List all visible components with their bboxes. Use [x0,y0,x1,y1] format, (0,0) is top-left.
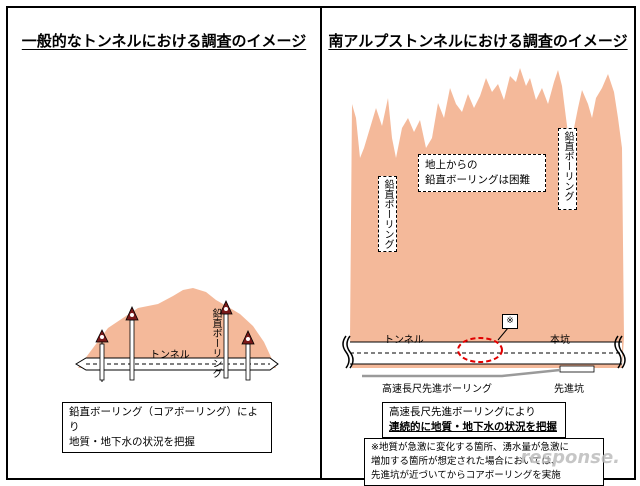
right-title: 南アルプストンネルにおける調査のイメージ [328,32,628,50]
right-caption-line2: 連続的に地質・地下水の状況を把握 [389,421,557,433]
right-caption-line1: 高速長尺先進ボーリングにより [389,406,536,418]
left-boring-1 [95,329,109,382]
right-boring-label: 高速長尺先進ボーリング [382,384,492,395]
left-caption-line1: 鉛直ボーリング（コアボーリング）により [69,406,258,433]
right-note-line3: 先進坑が近づいてからコアボーリングを実施 [371,470,561,481]
watermark: response. [520,447,620,468]
right-panel: 南アルプストンネルにおける調査のイメージ 鉛直ボーリング 鉛直ボーリング 地上か… [320,6,636,486]
right-illustration [342,68,626,378]
left-vertical-boring-label: 鉛直ボーリング [210,308,221,378]
left-panel: 一般的なトンネルにおける調査のイメージ [6,6,322,480]
left-caption-box: 鉛直ボーリング（コアボーリング）により 地質・地下水の状況を把握 [62,402,272,453]
right-note-line1: ※地質が急激に変化する箇所、湧水量が急激に [371,442,569,453]
left-boring-2 [125,306,139,381]
right-mountain [350,68,624,368]
right-pilot-tunnel-label: 先進坑 [554,384,584,395]
right-caption-box: 高速長尺先進ボーリングにより 連続的に地質・地下水の状況を把握 [382,402,566,438]
right-vertical-boring-right: 鉛直ボーリング [558,128,577,210]
right-marker: ※ [502,314,518,329]
right-difficulty-box: 地上からの 鉛直ボーリングは困難 [418,154,546,192]
right-tunnel [342,335,626,369]
left-boring-4 [241,330,255,381]
right-difficulty-line2: 鉛直ボーリングは困難 [425,174,530,186]
right-main-tunnel-label: 本坑 [550,335,570,346]
right-note-line2: 増加する箇所が想定された場合においては、 [371,456,561,467]
left-caption-line2: 地質・地下水の状況を把握 [69,436,195,448]
left-tunnel-label: トンネル [150,350,190,361]
right-inspection-circle [457,337,503,363]
right-marker-leader [497,327,509,341]
right-tunnel-label: トンネル [384,335,424,346]
left-boring-3 [219,300,233,379]
left-illustration [75,288,279,382]
right-note-box: ※地質が急激に変化する箇所、湧水量が急激に 増加する箇所が想定された場合において… [364,438,604,486]
left-title: 一般的なトンネルにおける調査のイメージ [21,32,307,50]
right-vertical-boring-left: 鉛直ボーリング [378,176,397,252]
right-difficulty-line1: 地上からの [425,159,478,171]
right-pilot-tunnel [362,365,595,378]
